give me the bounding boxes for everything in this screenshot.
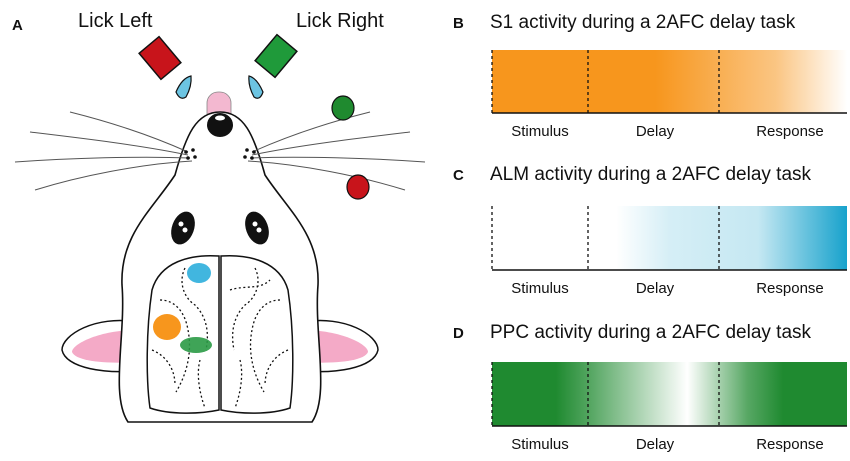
phase-label-delay-c: Delay: [636, 280, 675, 297]
alm-region: [187, 263, 211, 283]
brain: [146, 254, 294, 414]
panel-d: D PPC activity during a 2AFC delay task …: [453, 322, 847, 453]
stimulus-pole-green: [331, 95, 355, 121]
activity-bar-d: [492, 362, 847, 426]
lick-left-label: Lick Left: [78, 10, 153, 32]
phase-label-stimulus-c: Stimulus: [511, 280, 569, 297]
left-eye: [171, 211, 195, 245]
water-drop-right: [248, 75, 264, 99]
ppc-region: [180, 337, 212, 353]
phase-label-delay-d: Delay: [636, 436, 675, 453]
panel-c: C ALM activity during a 2AFC delay task …: [453, 164, 847, 297]
phase-dividers-b: [491, 50, 720, 113]
s1-region: [153, 314, 181, 340]
panel-c-title: ALM activity during a 2AFC delay task: [490, 164, 812, 185]
phase-label-delay-b: Delay: [636, 123, 675, 140]
phase-label-response-d: Response: [756, 436, 824, 453]
panel-d-title: PPC activity during a 2AFC delay task: [490, 322, 812, 343]
activity-bar-b: [492, 50, 847, 113]
lick-right-spout: [254, 33, 298, 79]
water-drop-left: [175, 75, 192, 99]
activity-bar-c: [492, 206, 847, 270]
phase-label-response-b: Response: [756, 123, 824, 140]
phase-label-response-c: Response: [756, 280, 824, 297]
left-hemisphere: [146, 254, 220, 414]
nostril-highlight: [215, 115, 225, 121]
lick-right-label: Lick Right: [296, 10, 384, 32]
panel-a-letter: A: [12, 17, 23, 34]
phase-dividers-d: [491, 362, 720, 426]
panel-b-title: S1 activity during a 2AFC delay task: [490, 12, 796, 33]
nose: [207, 113, 233, 137]
panel-c-letter: C: [453, 167, 464, 184]
lick-left-spout: [138, 35, 182, 81]
phase-label-stimulus-b: Stimulus: [511, 123, 569, 140]
phase-label-stimulus-d: Stimulus: [511, 436, 569, 453]
phase-dividers-c: [491, 206, 720, 270]
whisker-pads: [184, 148, 256, 160]
panel-b: B S1 activity during a 2AFC delay task S…: [453, 12, 847, 140]
panel-d-letter: D: [453, 325, 464, 342]
panel-a: A Lick Left Lick Right: [12, 10, 426, 423]
stimulus-pole-red: [346, 174, 370, 200]
panel-b-letter: B: [453, 15, 464, 32]
right-hemisphere: [220, 254, 294, 414]
whiskers: [14, 111, 426, 191]
right-eye: [245, 211, 269, 245]
